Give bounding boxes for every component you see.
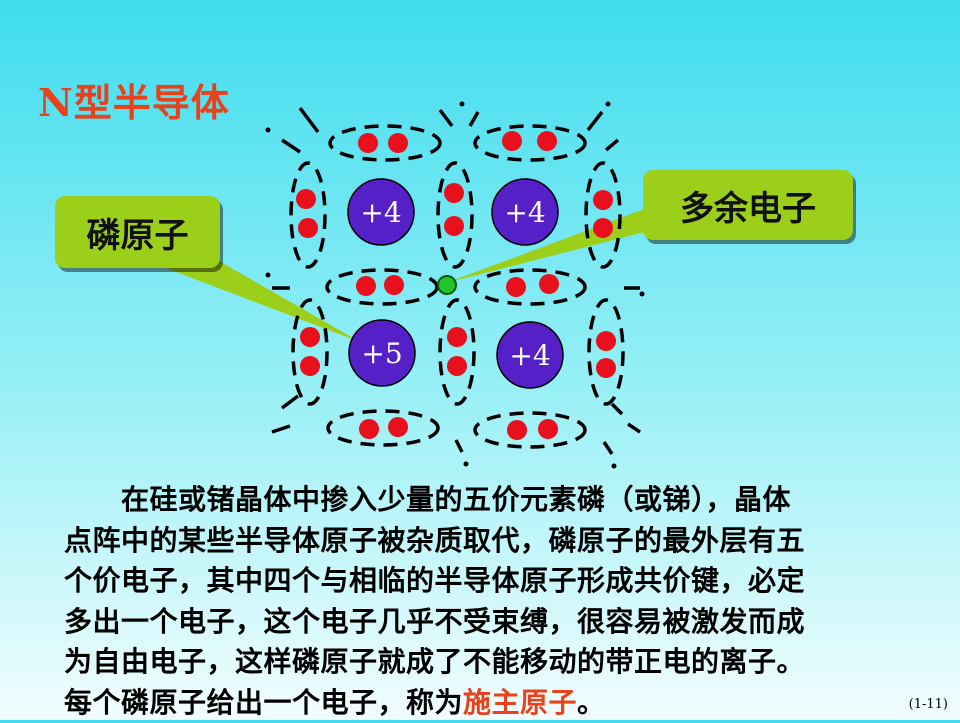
atom-4-label: +4 [509, 339, 550, 372]
explanation-paragraph: 在硅或锗晶体中掺入少量的五价元素磷（或锑），晶体 点阵中的某些半导体原子被杂质取… [64, 480, 900, 723]
atom-2: +4 [492, 179, 558, 245]
extra-electron-callout: 多余电子 [643, 170, 853, 240]
atom-1-label: +4 [360, 196, 401, 229]
free-electron [438, 276, 456, 294]
paragraph-last-line: 每个磷原子给出一个电子，称为施主原子。 [64, 683, 900, 723]
phosphorus-atom-callout: 磷原子 [55, 196, 220, 268]
page-number: (1-11) [909, 697, 948, 712]
donor-atom-term: 施主原子 [463, 686, 577, 719]
last-line-prefix: 每个磷原子给出一个电子，称为 [64, 686, 463, 719]
paragraph-line: 在硅或锗晶体中掺入少量的五价元素磷（或锑），晶体 [64, 480, 900, 521]
covalent-bond-ellipses [291, 126, 623, 447]
phosphorus-atom: +5 [349, 320, 415, 386]
atom-1: +4 [348, 179, 414, 245]
paragraph-line: 为自由电子，这样磷原子就成了不能移动的带正电的离子。 [64, 642, 900, 683]
phosphorus-atom-callout-text: 磷原子 [87, 208, 189, 257]
last-line-suffix: 。 [577, 686, 606, 719]
paragraph-line: 多出一个电子，这个电子几乎不受束缚，很容易被激发而成 [64, 602, 900, 643]
atom-4: +4 [497, 322, 563, 388]
atom-2-label: +4 [504, 196, 545, 229]
extra-electron-callout-text: 多余电子 [680, 181, 816, 230]
phosphorus-atom-label: +5 [361, 337, 402, 370]
paragraph-line: 个价电子，其中四个与相临的半导体原子形成共价键，必定 [64, 561, 900, 602]
paragraph-line: 点阵中的某些半导体原子被杂质取代，磷原子的最外层有五 [64, 521, 900, 562]
